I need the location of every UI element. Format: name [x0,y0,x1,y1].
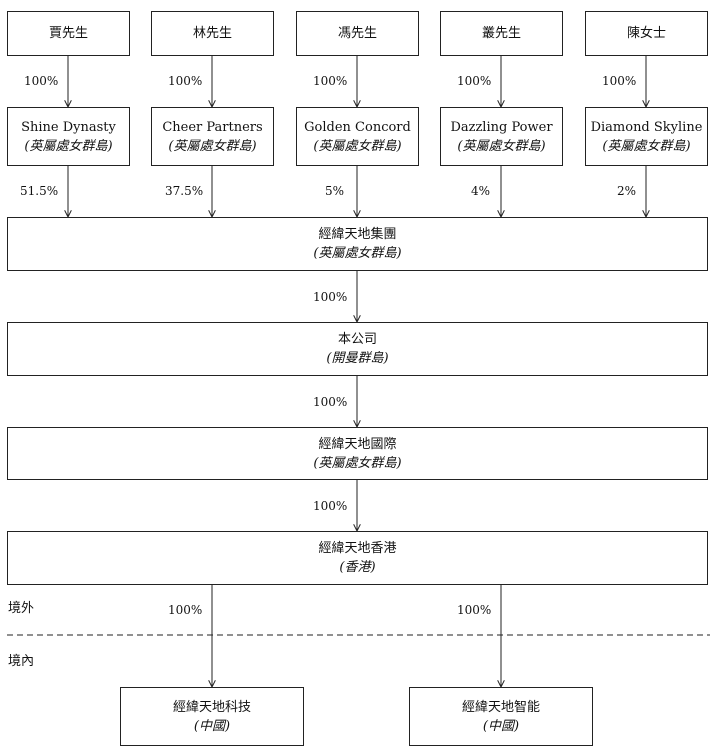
pct-lin-to-cheer: 100% [168,74,203,88]
entity-name: 本公司 [337,332,377,347]
shareholder-box-feng: 馮先生 [296,11,419,56]
pct-shine-to-group: 51.5% [20,184,59,198]
shareholder-name: 林先生 [192,26,232,41]
entity-name: 經緯天地集團 [318,227,397,242]
entity-box-intl: 經緯天地國際 (英屬處女群島) [7,427,708,480]
company-jurisdiction: (英屬處女群島) [457,138,546,154]
pct-company-to-intl: 100% [313,395,348,409]
company-jurisdiction: (英屬處女群島) [24,138,113,154]
shareholder-name: 陳女士 [626,26,666,41]
pct-group-to-company: 100% [313,290,348,304]
subsidiary-jurisdiction: (中國) [482,718,520,734]
entity-box-group: 經緯天地集團 (英屬處女群島) [7,217,708,271]
entity-jurisdiction: (開曼群島) [326,351,389,366]
pct-dazzling-to-group: 4% [471,184,491,198]
holding-box-cheer: Cheer Partners (英屬處女群島) [151,107,274,166]
company-name: Cheer Partners [162,119,263,135]
company-name: Diamond Skyline [590,119,703,135]
entity-jurisdiction: (英屬處女群島) [313,455,402,471]
shareholder-box-jia: 賈先生 [7,11,130,56]
pct-diamond-to-group: 2% [617,184,637,198]
pct-hk-to-smart: 100% [457,603,492,617]
shareholder-box-cong: 叢先生 [440,11,563,56]
pct-chen-to-diamond: 100% [602,74,637,88]
company-jurisdiction: (英屬處女群島) [313,138,402,154]
entity-name: 經緯天地香港 [318,541,397,556]
subsidiary-box-smart: 經緯天地智能 (中國) [409,687,593,746]
pct-hk-to-tech: 100% [168,603,203,617]
company-name: Golden Concord [304,119,411,135]
entity-jurisdiction: (香港) [339,560,376,575]
holding-box-golden: Golden Concord (英屬處女群島) [296,107,419,166]
subsidiary-name: 經緯天地科技 [172,699,251,715]
pct-golden-to-group: 5% [325,184,345,198]
entity-box-company: 本公司 (開曼群島) [7,322,708,376]
pct-cong-to-dazzling: 100% [457,74,492,88]
subsidiary-box-tech: 經緯天地科技 (中國) [120,687,304,746]
shareholder-name: 賈先生 [48,26,88,41]
company-jurisdiction: (英屬處女群島) [168,138,257,154]
subsidiary-name: 經緯天地智能 [461,699,540,715]
holding-box-dazzling: Dazzling Power (英屬處女群島) [440,107,563,166]
holding-box-shine: Shine Dynasty (英屬處女群島) [7,107,130,166]
shareholder-box-chen: 陳女士 [585,11,708,56]
entity-jurisdiction: (英屬處女群島) [313,246,402,261]
pct-jia-to-shine: 100% [24,74,59,88]
entity-name: 經緯天地國際 [318,436,397,452]
pct-feng-to-golden: 100% [313,74,348,88]
holding-box-diamond: Diamond Skyline (英屬處女群島) [585,107,708,166]
shareholder-name: 馮先生 [337,26,377,41]
company-name: Dazzling Power [450,119,553,135]
company-jurisdiction: (英屬處女群島) [602,138,691,154]
subsidiary-jurisdiction: (中國) [193,718,231,734]
shareholder-name: 叢先生 [481,26,521,41]
zone-label-onshore: 境內 [8,654,35,669]
pct-cheer-to-group: 37.5% [165,184,204,198]
zone-label-offshore: 境外 [8,601,35,616]
pct-intl-to-hk: 100% [313,499,348,513]
company-name: Shine Dynasty [21,119,116,135]
shareholder-box-lin: 林先生 [151,11,274,56]
entity-box-hk: 經緯天地香港 (香港) [7,531,708,585]
